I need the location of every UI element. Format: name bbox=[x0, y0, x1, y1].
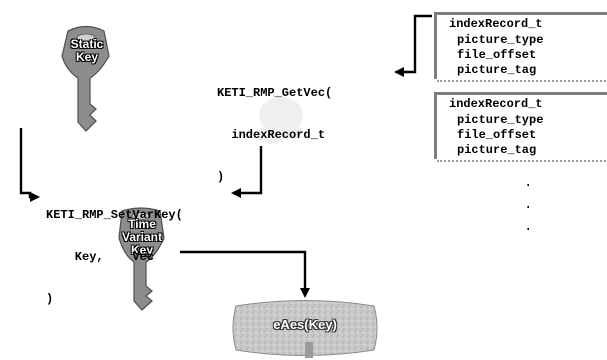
get-vec-line2: indexRecord_t bbox=[217, 128, 332, 142]
index-record-title: indexRecord_t bbox=[449, 17, 607, 32]
record-field: picture_tag bbox=[449, 143, 607, 158]
static-key-label-line1: Static bbox=[71, 37, 104, 51]
index-record-box: indexRecord_t picture_type file_offset p… bbox=[437, 15, 607, 82]
continuation-dot: . bbox=[524, 176, 532, 190]
record-to-getvec-arrow bbox=[396, 16, 432, 72]
set-var-key-line2: Key, Vec bbox=[46, 250, 183, 264]
record-field: picture_type bbox=[449, 33, 607, 48]
index-record-box: indexRecord_t picture_type file_offset p… bbox=[437, 95, 607, 162]
continuation-dot: . bbox=[524, 220, 532, 234]
set-var-key-line1: KETI_RMP_SetVarKey( bbox=[46, 208, 183, 222]
set-var-key-line3: ) bbox=[46, 292, 183, 306]
static-key-to-setvarkey-arrow bbox=[21, 128, 38, 197]
record-field: picture_type bbox=[449, 113, 607, 128]
cipher-label: eAes(Key) bbox=[240, 317, 370, 332]
static-key-label-line2: Key bbox=[76, 50, 98, 64]
static-key-label: Static Key bbox=[66, 38, 108, 64]
time-key-to-cipher-arrow bbox=[180, 252, 305, 296]
get-vec-line1: KETI_RMP_GetVec( bbox=[217, 86, 332, 100]
record-field: file_offset bbox=[449, 128, 607, 143]
set-var-key-function: KETI_RMP_SetVarKey( Key, Vec ) bbox=[46, 180, 183, 320]
record-field: picture_tag bbox=[449, 63, 607, 78]
record-field: file_offset bbox=[449, 48, 607, 63]
continuation-dot: . bbox=[524, 198, 532, 212]
get-vec-line3: ) bbox=[217, 170, 332, 184]
index-record-title: indexRecord_t bbox=[449, 97, 607, 112]
get-vec-function: KETI_RMP_GetVec( indexRecord_t ) bbox=[217, 58, 332, 198]
